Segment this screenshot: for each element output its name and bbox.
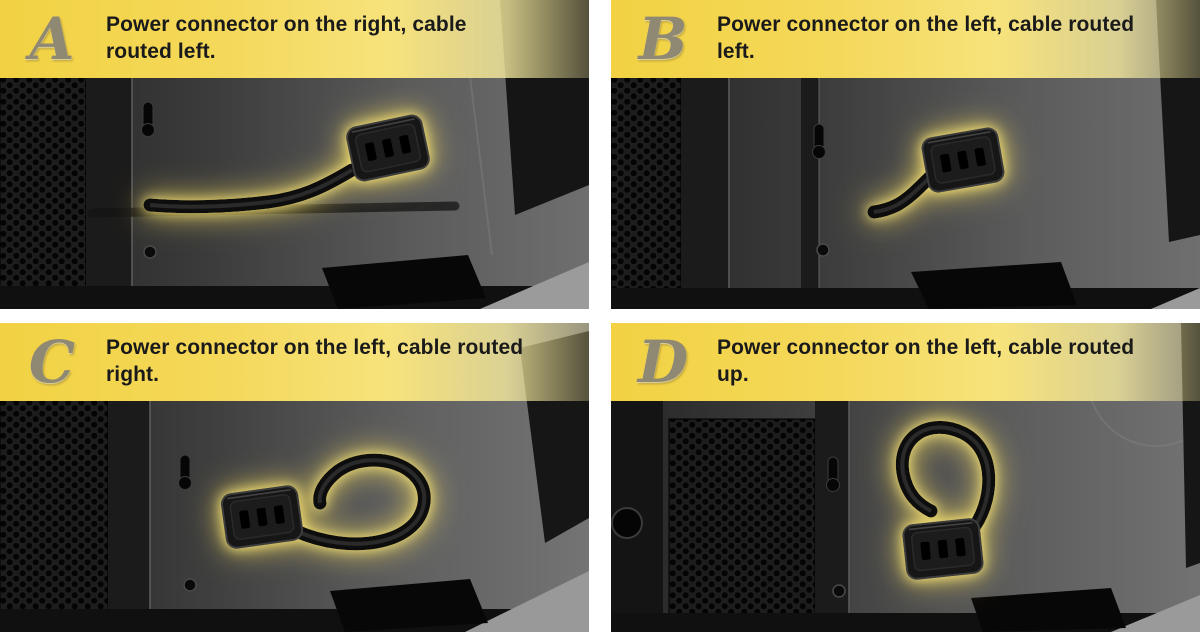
keyhole-slot	[812, 123, 826, 159]
panel-a: A Power connector on the right, cable ro…	[0, 0, 589, 309]
screw	[143, 245, 157, 259]
panel-caption: Power connector on the left, cable route…	[106, 336, 524, 386]
power-plug	[346, 114, 430, 182]
power-connector-illustration	[220, 453, 431, 551]
panel-b: B Power connector on the left, cable rou…	[611, 0, 1200, 309]
keyhole-slot	[178, 454, 192, 490]
power-plug	[220, 485, 304, 549]
panel-letter: B	[638, 5, 688, 73]
case-foot	[971, 588, 1126, 632]
vent-mesh	[668, 418, 816, 632]
floor	[465, 571, 589, 632]
keyhole-slot	[141, 101, 155, 137]
power-connector-illustration	[143, 114, 430, 214]
keyhole-slot	[826, 456, 840, 492]
panel-letter: D	[637, 328, 689, 396]
panel-d: D Power connector on the left, cable rou…	[611, 323, 1200, 632]
panel-caption: Power connector on the right, cable rout…	[106, 13, 467, 63]
panel-letter: A	[29, 5, 75, 73]
banner: A Power connector on the right, cable ro…	[0, 0, 589, 78]
power-connector-illustration	[895, 421, 996, 580]
floor	[1111, 595, 1200, 632]
screw	[832, 584, 846, 598]
banner: B Power connector on the left, cable rou…	[611, 0, 1200, 78]
case-foot	[322, 255, 486, 309]
panel-caption: Power connector on the left, cable route…	[717, 336, 1135, 386]
panel-letter: C	[28, 328, 76, 396]
panel-c: C Power connector on the left, cable rou…	[0, 323, 589, 632]
panel-caption: Power connector on the left, cable route…	[717, 13, 1135, 63]
case-foot	[330, 579, 488, 632]
screw	[816, 243, 830, 257]
floor	[480, 262, 589, 309]
case-foot	[911, 262, 1077, 309]
banner: C Power connector on the left, cable rou…	[0, 323, 589, 401]
power-plug	[921, 127, 1005, 193]
power-plug	[902, 518, 984, 580]
screw	[183, 578, 197, 592]
banner: D Power connector on the left, cable rou…	[611, 323, 1200, 401]
power-connector-illustration	[867, 127, 1005, 219]
floor	[1151, 288, 1200, 309]
power-inlet-knob	[611, 507, 643, 539]
